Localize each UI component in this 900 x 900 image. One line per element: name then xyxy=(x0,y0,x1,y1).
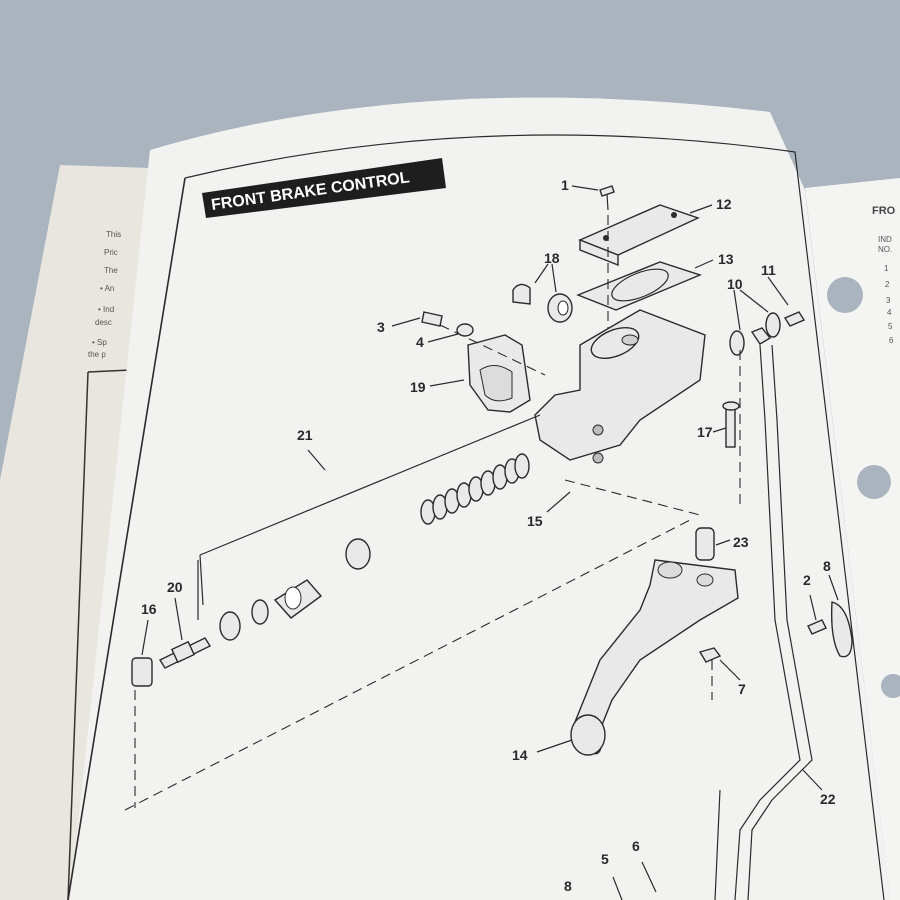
banjo-bolt xyxy=(783,311,806,327)
right-col-head: NO. xyxy=(878,245,892,254)
sight-glass xyxy=(512,283,531,305)
callout-2: 2 xyxy=(803,572,811,588)
callout-14: 14 xyxy=(512,747,528,763)
right-number: 2 xyxy=(885,280,890,289)
right-number: 5 xyxy=(888,322,893,331)
right-number: 4 xyxy=(887,308,892,317)
callout-22: 22 xyxy=(820,791,836,807)
callout-17: 17 xyxy=(697,424,713,440)
clamp-screw xyxy=(421,311,443,327)
o-ring xyxy=(251,599,269,625)
callout-21: 21 xyxy=(297,427,313,443)
brake-line xyxy=(734,344,801,900)
spring-assembly xyxy=(420,453,530,525)
right-col-head: IND xyxy=(878,235,892,244)
callout-5: 5 xyxy=(601,851,609,867)
callout-7: 7 xyxy=(738,681,746,697)
title-bar xyxy=(202,158,446,218)
callout-13: 13 xyxy=(718,251,734,267)
right-heading: FRO xyxy=(872,205,896,217)
piston-cup xyxy=(345,538,371,570)
callout-23: 23 xyxy=(733,534,749,550)
callout-12: 12 xyxy=(716,196,732,212)
banjo-washer xyxy=(765,312,781,338)
callout-10: 10 xyxy=(727,276,743,292)
callout-1: 1 xyxy=(561,177,569,193)
left-fragment: the p xyxy=(88,350,106,359)
callout-4: 4 xyxy=(416,334,424,350)
boot xyxy=(131,657,153,687)
left-fragment: This xyxy=(106,230,121,239)
right-number: 1 xyxy=(884,264,889,273)
retainer xyxy=(219,611,241,641)
callout-8-lower: 8 xyxy=(564,878,572,894)
cover-screw xyxy=(599,185,615,197)
brake-light-switch xyxy=(830,601,853,658)
right-page: FRO IND NO. 1 2 3 4 5 6 xyxy=(805,178,900,900)
callout-8: 8 xyxy=(823,558,831,574)
callout-19: 19 xyxy=(410,379,426,395)
master-cylinder-body xyxy=(534,309,706,461)
right-number: 3 xyxy=(886,296,891,305)
left-fragment: • An xyxy=(100,284,114,293)
punch-hole xyxy=(881,674,900,698)
left-fragment: • Sp xyxy=(92,338,107,347)
punch-hole xyxy=(827,277,863,313)
bushing xyxy=(695,527,715,561)
callout-3: 3 xyxy=(377,319,385,335)
callout-11: 11 xyxy=(761,262,776,278)
pivot-pin xyxy=(725,404,736,448)
callout-6: 6 xyxy=(632,838,640,854)
clamp-washer xyxy=(456,323,474,337)
callout-16: 16 xyxy=(141,601,157,617)
leader-lines xyxy=(141,185,839,900)
banjo-washer xyxy=(729,330,745,356)
left-fragment: desc xyxy=(95,318,112,327)
left-fragment: The xyxy=(104,266,118,275)
lever-nut xyxy=(698,647,722,663)
left-fragment: • Ind xyxy=(98,305,114,314)
switch-screw xyxy=(807,619,827,635)
callout-15: 15 xyxy=(527,513,543,529)
exploded-diagram xyxy=(124,185,853,900)
right-number: 6 xyxy=(889,336,894,345)
punch-hole xyxy=(857,465,891,499)
callout-20: 20 xyxy=(167,579,183,595)
left-fragment: Pric xyxy=(104,248,118,257)
banjo-fitting xyxy=(750,327,772,345)
callout-18: 18 xyxy=(544,250,560,266)
callouts: 1 12 13 18 10 11 3 4 19 21 17 15 23 20 1… xyxy=(141,177,836,894)
